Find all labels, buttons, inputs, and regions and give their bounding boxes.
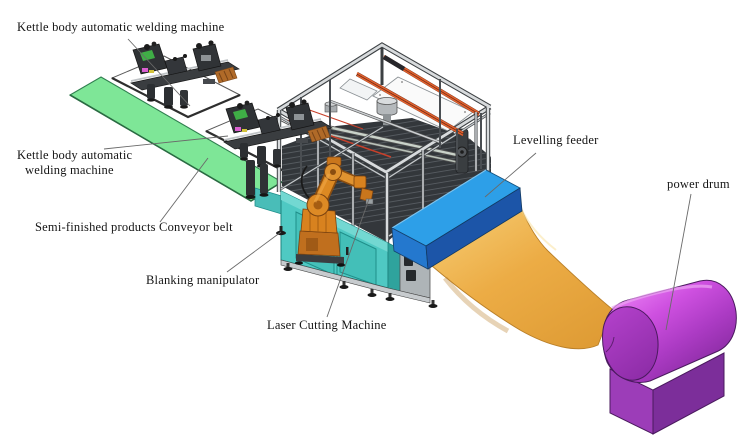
welding-machine-2 bbox=[223, 98, 333, 199]
label-blanking: Blanking manipulator bbox=[146, 273, 260, 287]
white-box bbox=[339, 78, 378, 101]
leader-welder-left bbox=[103, 135, 229, 150]
gantry-rail-b bbox=[355, 72, 465, 137]
label-welder-left: Kettle body automatic welding machine bbox=[17, 148, 132, 178]
leader-welder-top bbox=[127, 38, 191, 107]
drum-front-face bbox=[602, 306, 659, 381]
levelling-feeder bbox=[391, 169, 523, 270]
leveling-feet bbox=[276, 226, 438, 308]
label-feeder: Levelling feeder bbox=[513, 133, 599, 147]
power-drum bbox=[602, 279, 737, 435]
leader-conveyor bbox=[159, 157, 209, 223]
dust-cylinder bbox=[376, 97, 398, 125]
leader-laser bbox=[326, 198, 370, 318]
conveyor-belt bbox=[68, 76, 284, 202]
gantry-rail-a bbox=[382, 55, 481, 117]
blanking-robot bbox=[295, 156, 374, 267]
feeder-front-face bbox=[425, 187, 523, 270]
leader-feeder bbox=[484, 152, 537, 198]
drum-base-side bbox=[652, 352, 725, 435]
label-drum: power drum bbox=[667, 177, 730, 191]
leader-drum bbox=[665, 193, 692, 331]
label-welder-left-line2: welding machine bbox=[25, 163, 114, 177]
label-welder-top: Kettle body automatic welding machine bbox=[17, 20, 225, 34]
leader-lines bbox=[103, 38, 692, 331]
label-conveyor: Semi-finished products Conveyor belt bbox=[35, 220, 233, 234]
label-laser: Laser Cutting Machine bbox=[267, 318, 387, 332]
metal-sheet-strip bbox=[431, 207, 613, 350]
label-welder-left-line1: Kettle body automatic bbox=[17, 148, 133, 162]
leader-blanking bbox=[226, 231, 282, 273]
